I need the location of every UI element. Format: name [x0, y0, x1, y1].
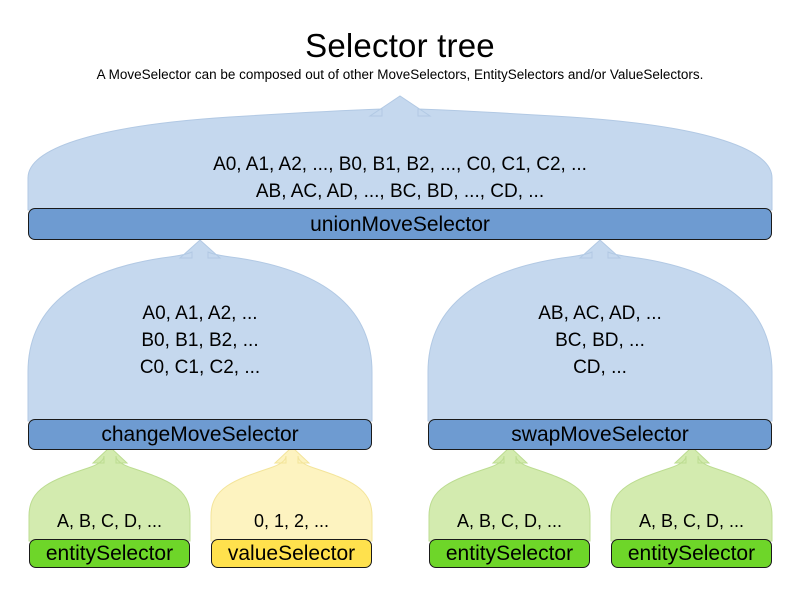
node-swap-move-selector[interactable]: swapMoveSelector	[428, 419, 772, 450]
entity-change-line-0: A, B, C, D, ...	[56, 511, 163, 531]
swap-balloon-text: AB, AC, AD, ... BC, BD, ... CD, ... ...	[428, 300, 772, 435]
node-entity-selector-swap-left-label: entitySelector	[445, 542, 574, 565]
union-line-0: A0, A1, A2, ..., B0, B1, B2, ..., C0, C1…	[213, 154, 587, 175]
value-change-balloon-text: 0, 1, 2, ...	[211, 508, 372, 534]
swap-balloon-shape	[427, 239, 773, 422]
node-entity-selector-swap-left[interactable]: entitySelector	[429, 539, 590, 568]
change-balloon-shape	[27, 239, 373, 422]
node-change-move-selector[interactable]: changeMoveSelector	[28, 419, 372, 450]
node-union-move-selector[interactable]: unionMoveSelector	[28, 208, 772, 240]
entity-swap-left-line-0: A, B, C, D, ...	[456, 511, 563, 531]
entity-change-balloon-shape	[28, 446, 191, 542]
union-balloon-shape	[27, 95, 773, 211]
page-subtitle: A MoveSelector can be composed out of ot…	[96, 67, 704, 82]
node-entity-selector-change[interactable]: entitySelector	[29, 539, 190, 568]
entity-swap-left-balloon-shape	[428, 446, 591, 542]
swap-line-0: AB, AC, AD, ...	[538, 303, 662, 324]
swap-line-2: CD, ...	[573, 357, 627, 378]
value-change-balloon-shape	[210, 446, 373, 542]
union-line-1: AB, AC, AD, ..., BC, BD, ..., CD, ...	[255, 181, 545, 202]
entity-change-balloon-text: A, B, C, D, ...	[29, 508, 190, 534]
entity-swap-right-balloon-shape	[610, 446, 773, 542]
node-swap-move-selector-label: swapMoveSelector	[511, 423, 689, 446]
change-line-2: C0, C1, C2, ...	[139, 357, 261, 378]
change-line-1: B0, B1, B2, ...	[141, 330, 259, 351]
entity-swap-right-balloon-text: A, B, C, D, ...	[611, 508, 772, 534]
node-value-selector-change-label: valueSelector	[227, 542, 356, 565]
node-entity-selector-swap-right[interactable]: entitySelector	[611, 539, 772, 568]
value-change-line-0: 0, 1, 2, ...	[253, 511, 330, 531]
swap-line-3	[428, 381, 772, 408]
node-value-selector-change[interactable]: valueSelector	[211, 539, 372, 568]
swap-line-1: BC, BD, ...	[555, 330, 645, 351]
node-entity-selector-swap-right-label: entitySelector	[627, 542, 756, 565]
change-balloon-text: A0, A1, A2, ... B0, B1, B2, ... C0, C1, …	[28, 300, 372, 435]
change-line-0: A0, A1, A2, ...	[142, 303, 258, 324]
node-entity-selector-change-label: entitySelector	[45, 542, 174, 565]
node-change-move-selector-label: changeMoveSelector	[101, 423, 299, 446]
entity-swap-right-line-0: A, B, C, D, ...	[638, 511, 745, 531]
node-union-move-selector-label: unionMoveSelector	[310, 212, 490, 236]
page-title: Selector tree	[305, 27, 495, 64]
change-line-3	[28, 381, 372, 408]
entity-swap-left-balloon-text: A, B, C, D, ...	[429, 508, 590, 534]
union-balloon-text: A0, A1, A2, ..., B0, B1, B2, ..., C0, C1…	[28, 151, 772, 205]
